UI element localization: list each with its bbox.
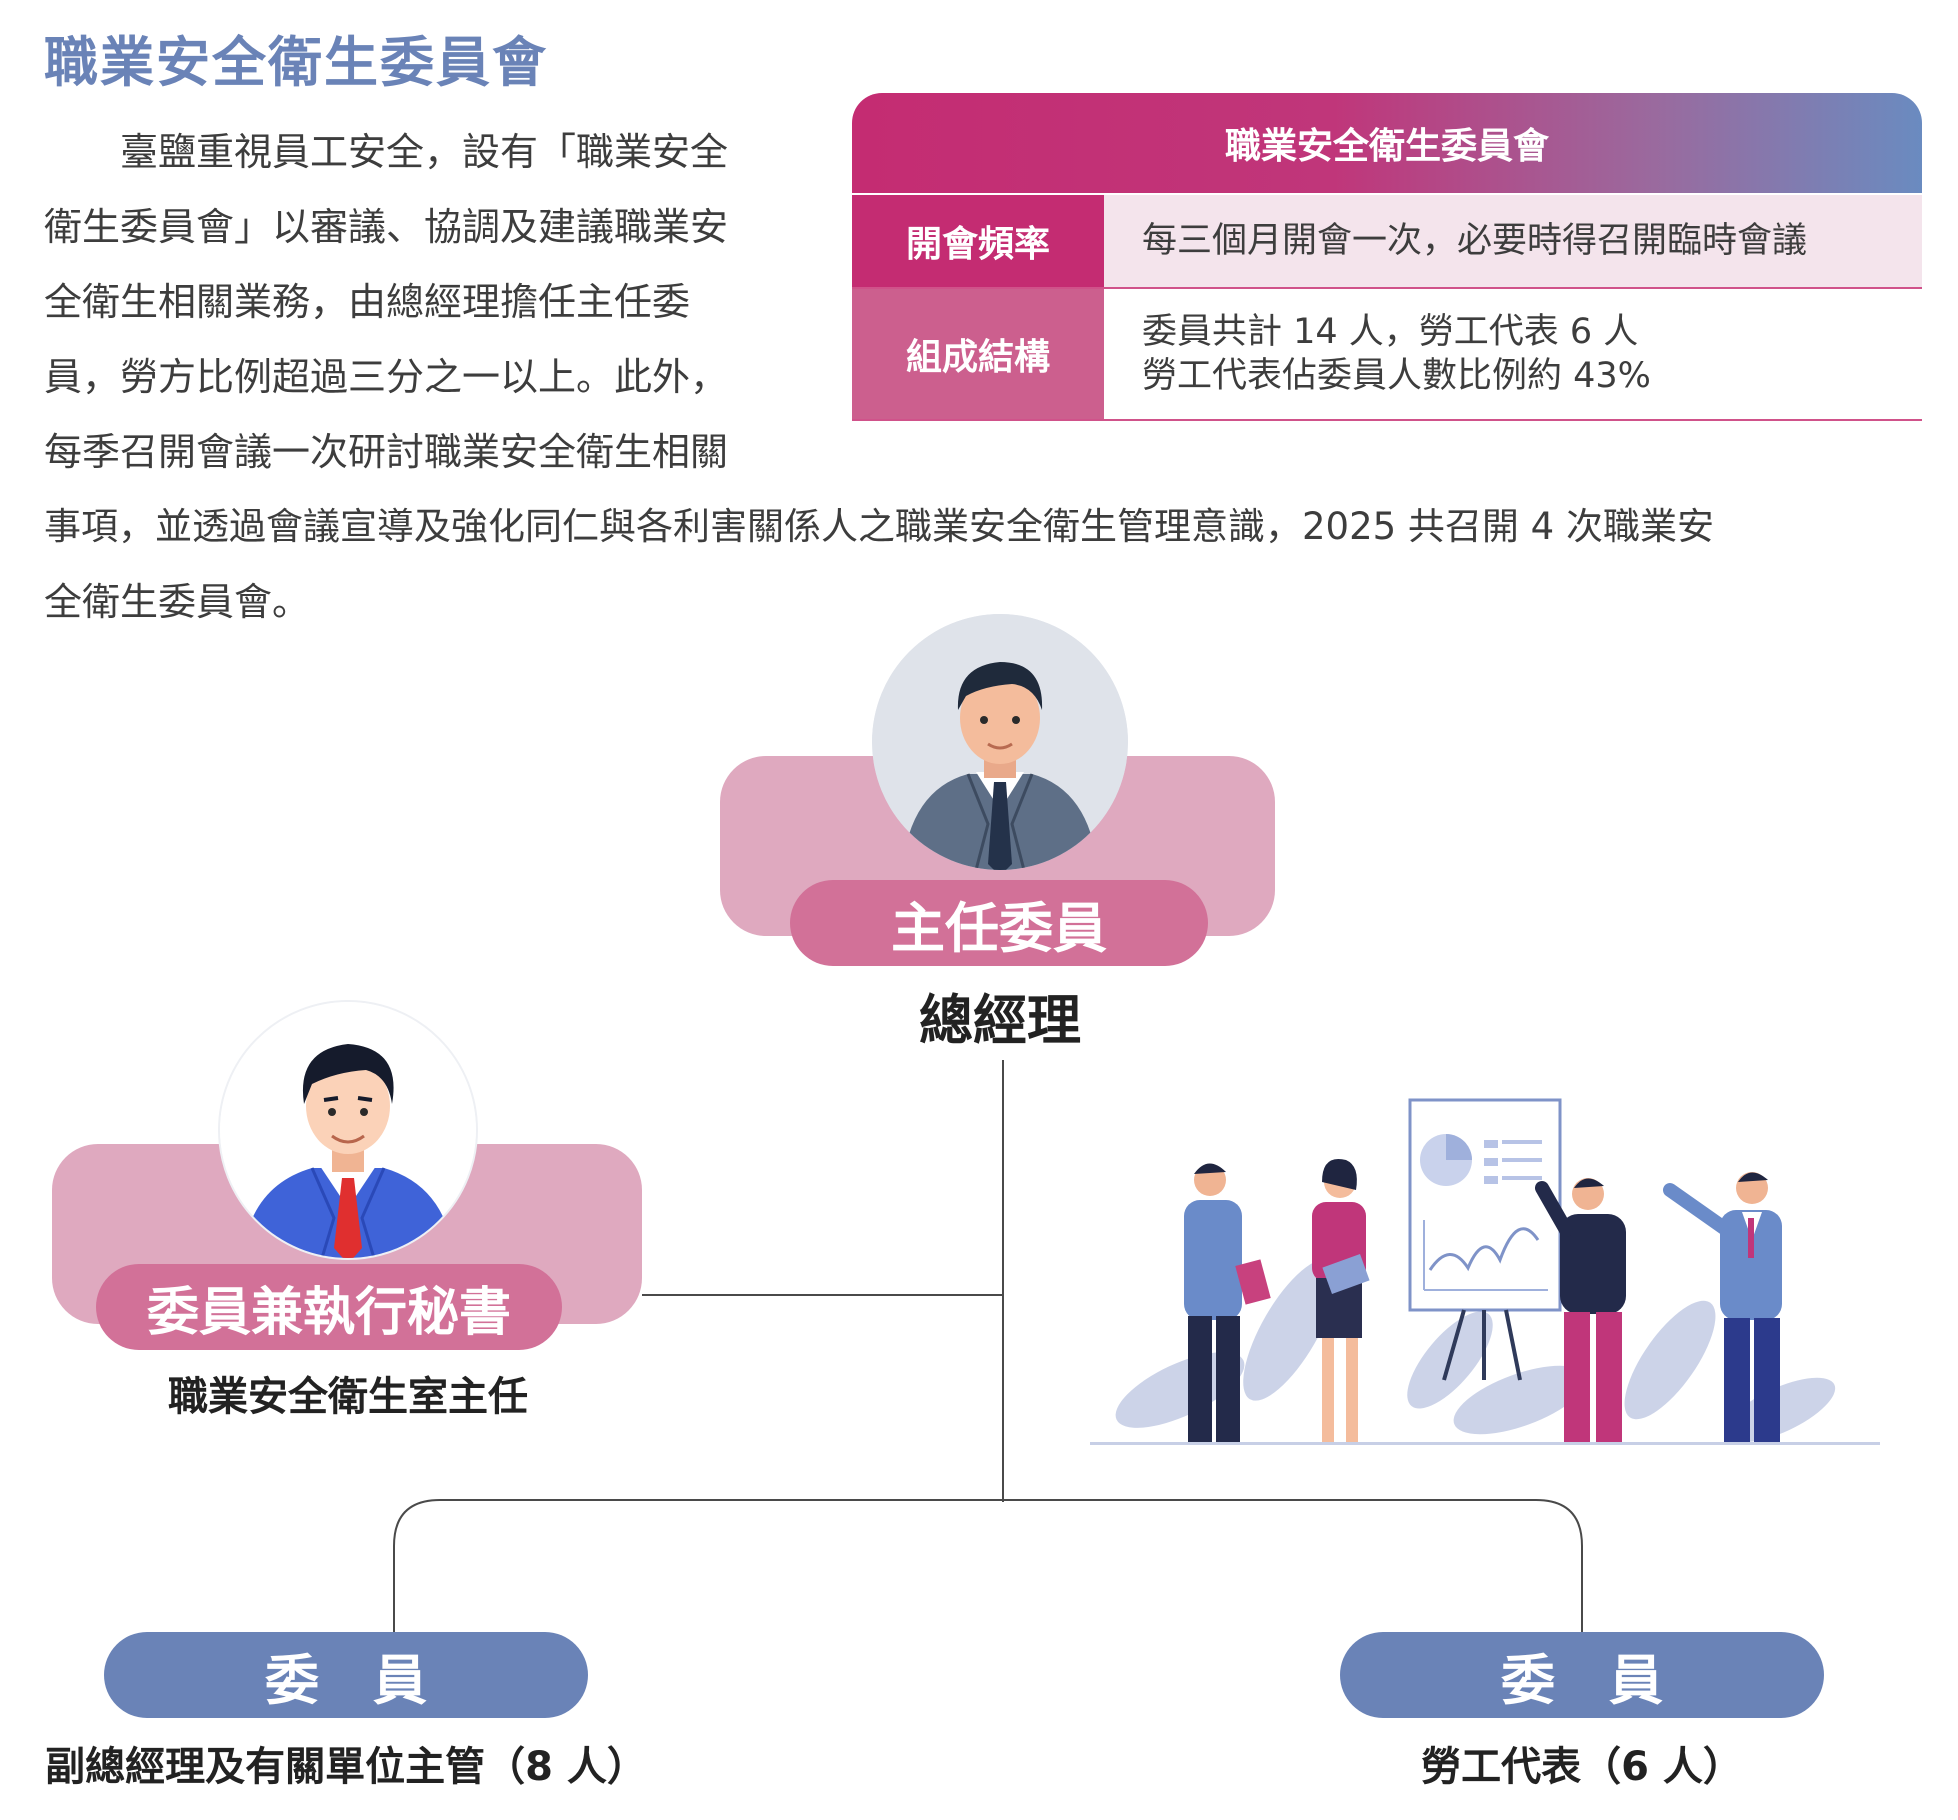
table-bottom-border <box>852 419 1922 421</box>
table-header: 職業安全衛生委員會 <box>852 93 1922 193</box>
secretary-avatar-icon <box>218 1000 478 1260</box>
table-value-composition-line-2: 勞工代表佔委員人數比例約 43% <box>1142 356 1651 396</box>
intro-line-5: 每季召開會議一次研討職業安全衛生相關 <box>44 430 729 474</box>
page-title: 職業安全衛生委員會 <box>44 31 548 94</box>
members-right-role-pill: 委 員 <box>1340 1632 1824 1718</box>
members-left-role-pill: 委 員 <box>104 1632 588 1718</box>
chair-role-pill: 主任委員 <box>790 880 1208 966</box>
intro-line-6: 事項，並透過會議宣導及強化同仁與各利害關係人之職業安全衛生管理意識，2025 共… <box>44 505 1714 548</box>
connector-secretary <box>642 1294 1004 1296</box>
chair-name: 總經理 <box>919 989 1081 1052</box>
table-value-frequency-line: 每三個月開會一次，必要時得召開臨時會議 <box>1142 221 1808 261</box>
intro-line-4: 員，勞方比例超過三分之一以上。此外， <box>44 355 729 399</box>
table-value-composition-line-1: 委員共計 14 人，勞工代表 6 人 <box>1142 312 1639 352</box>
connector-members <box>393 1499 1583 1642</box>
intro-line-1: 臺鹽重視員工安全，設有「職業安全 <box>44 130 729 174</box>
members-left-name: 副總經理及有關單位主管（8 人） <box>45 1744 647 1790</box>
table-row-frequency: 開會頻率 每三個月開會一次，必要時得召開臨時會議 <box>852 195 1922 287</box>
intro-line-7: 全衛生委員會。 <box>44 580 311 624</box>
connector-vertical-main <box>1002 1060 1004 1502</box>
table-label-composition: 組成結構 <box>852 289 1104 419</box>
intro-line-3: 全衛生相關業務，由總經理擔任主任委 <box>44 280 691 324</box>
secretary-role-pill: 委員兼執行秘書 <box>96 1264 562 1350</box>
table-value-frequency: 每三個月開會一次，必要時得召開臨時會議 <box>1106 195 1922 287</box>
table-label-frequency: 開會頻率 <box>852 195 1104 287</box>
committee-info-table: 職業安全衛生委員會 開會頻率 每三個月開會一次，必要時得召開臨時會議 組成結構 … <box>852 93 1922 423</box>
table-row-composition: 組成結構 委員共計 14 人，勞工代表 6 人 勞工代表佔委員人數比例約 43% <box>852 289 1922 419</box>
table-value-composition: 委員共計 14 人，勞工代表 6 人 勞工代表佔委員人數比例約 43% <box>1106 289 1922 419</box>
chairman-avatar-icon <box>872 614 1128 870</box>
team-meeting-illustration <box>1090 1098 1880 1445</box>
table-divider <box>852 287 1922 289</box>
secretary-name: 職業安全衛生室主任 <box>168 1374 528 1420</box>
members-right-name: 勞工代表（6 人） <box>1421 1744 1743 1790</box>
intro-line-2: 衛生委員會」以審議、協調及建議職業安 <box>44 205 729 249</box>
